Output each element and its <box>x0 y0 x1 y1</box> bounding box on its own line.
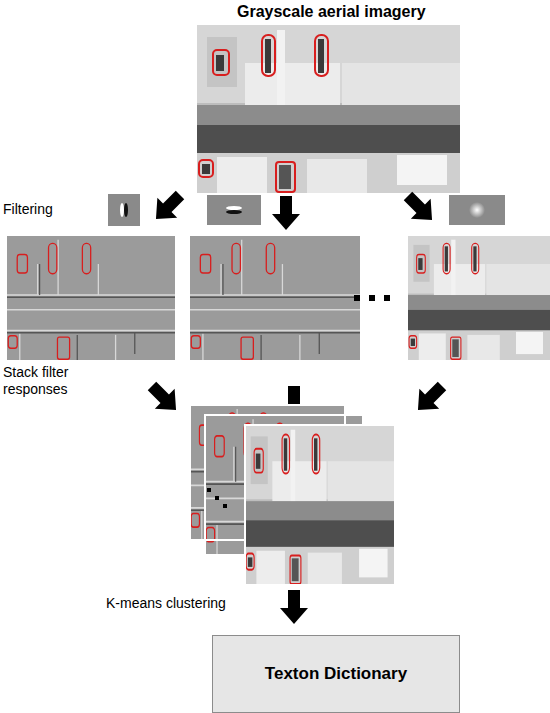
output-box: Texton Dictionary <box>212 635 460 713</box>
title: Grayscale aerial imagery <box>237 2 426 21</box>
step-label: Stack filter responses <box>3 364 111 398</box>
step-label: Filtering <box>3 201 113 218</box>
box-text: Texton Dictionary <box>265 664 407 684</box>
step-label: K-means clustering <box>106 595 276 612</box>
